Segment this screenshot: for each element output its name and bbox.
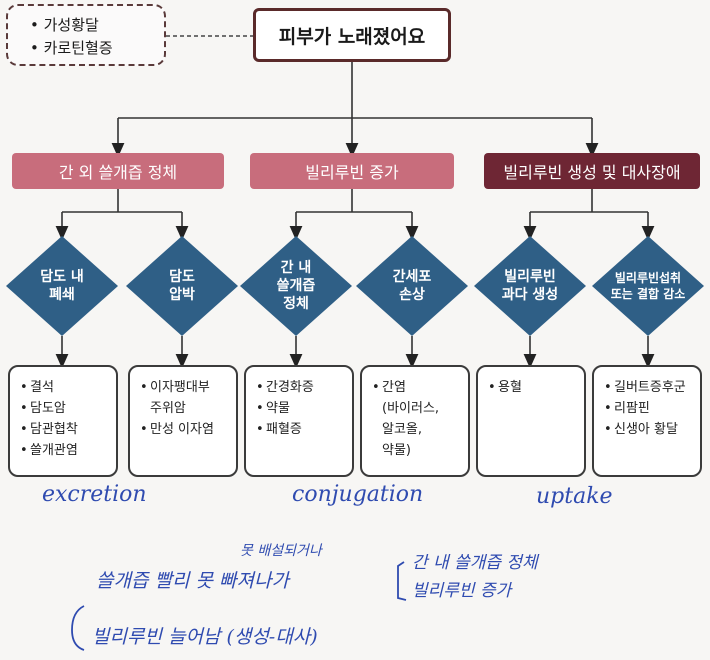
cause-item: 신생아 황달: [604, 419, 696, 440]
handwritten-line-1: 쓸개즙 빨리 못 빠져나가: [96, 570, 289, 592]
cause-item: 간경화증: [256, 377, 348, 398]
category-bilirubin-metabolism-disorder: 빌리루빈 생성 및 대사장애: [484, 153, 700, 189]
category-bilirubin-increase: 빌리루빈 증가: [250, 153, 454, 189]
cause-box: 간경화증 약물 패혈증: [244, 365, 354, 477]
cause-box: 간염 (바이러스, 알코올, 약물): [360, 365, 470, 477]
mechanism-node: 빌리루빈 과다 생성: [472, 234, 588, 338]
cause-item: 결석: [20, 377, 112, 398]
cause-item: 용혈: [488, 377, 580, 398]
cause-item: 쓸개관염: [20, 440, 112, 461]
mechanism-label: 담도 내 폐쇄: [40, 269, 84, 303]
mechanism-node: 간세포 손상: [354, 234, 470, 338]
root-node: 피부가 노래졌어요: [253, 8, 451, 62]
mechanism-label: 간 내 쓸개즙 정체: [276, 260, 316, 312]
cause-item: 리팜핀: [604, 398, 696, 419]
differential-note: • 가성황달 • 카로틴혈증: [6, 4, 166, 66]
cause-item: 만성 이자염: [140, 419, 232, 440]
differential-item: • 카로틴혈증: [30, 39, 113, 57]
cause-box: 이자팽대부 주위암 만성 이자염: [128, 365, 238, 477]
mechanism-label: 간세포 손상: [392, 269, 432, 303]
handwritten-note-uptake: uptake: [536, 484, 613, 509]
mechanism-label: 빌리루빈 과다 생성: [501, 269, 559, 303]
handwritten-bracket-a: 간 내 쓸개즙 정체: [412, 553, 538, 573]
mechanism-label: 빌리루빈섭취 또는 결합 감소: [610, 271, 686, 301]
mechanism-node: 간 내 쓸개즙 정체: [238, 234, 354, 338]
cause-item: 간염 (바이러스, 알코올, 약물): [372, 377, 464, 461]
cause-box: 길버트증후군 리팜핀 신생아 황달: [592, 365, 702, 477]
cause-item: 약물: [256, 398, 348, 419]
mechanism-label: 담도 압박: [169, 269, 195, 303]
differential-item: • 가성황달: [30, 16, 99, 34]
cause-item: 길버트증후군: [604, 377, 696, 398]
handwritten-note-excretion: excretion: [42, 482, 147, 507]
cause-box: 결석 담도암 담관협착 쓸개관염: [8, 365, 118, 477]
mechanism-node: 담도 내 폐쇄: [4, 234, 120, 338]
cause-item: 담도암: [20, 398, 112, 419]
cause-box: 용혈: [476, 365, 586, 477]
cause-item: 담관협착: [20, 419, 112, 440]
cause-item: 패혈증: [256, 419, 348, 440]
handwritten-line-2: 빌리루빈 늘어남 (생성-대사): [92, 626, 318, 648]
cause-item: 이자팽대부 주위암: [140, 377, 232, 419]
category-extrahepatic-cholestasis: 간 외 쓸개즙 정체: [12, 153, 224, 189]
handwritten-insert: 못 배설되거나: [240, 543, 322, 559]
handwritten-bracket-b: 빌리루빈 증가: [412, 581, 512, 601]
handwritten-strokes: [71, 561, 407, 651]
mechanism-node: 빌리루빈섭취 또는 결합 감소: [590, 234, 706, 338]
mechanism-node: 담도 압박: [124, 234, 240, 338]
handwritten-note-conjugation: conjugation: [292, 482, 424, 507]
